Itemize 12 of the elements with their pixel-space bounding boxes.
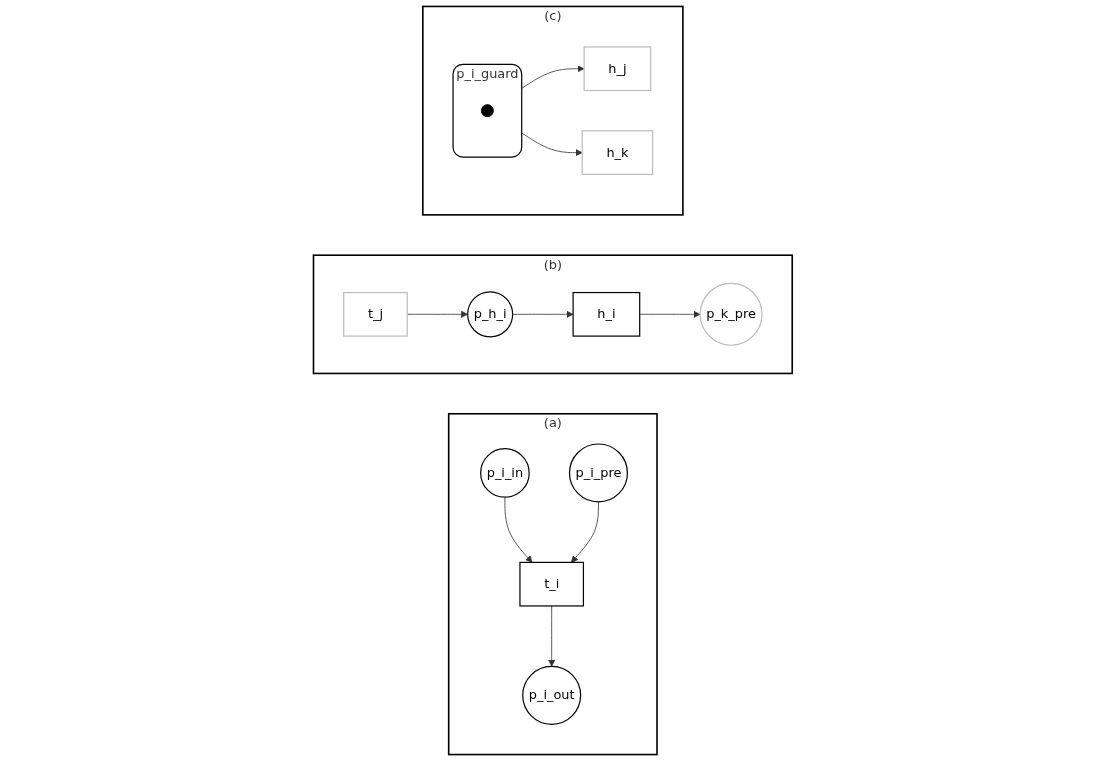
node-box: t_i <box>519 561 585 607</box>
node-circle: p_i_in <box>480 448 530 498</box>
node-circle <box>481 104 494 118</box>
node-circle: p_k_pre <box>699 282 763 346</box>
node-box: h_i <box>572 291 641 337</box>
node-box: h_k <box>581 130 654 175</box>
node-circle: p_h_i <box>467 291 514 338</box>
node-box: t_j <box>343 291 408 337</box>
node-circle: p_i_out <box>522 665 582 725</box>
node-box: h_j <box>583 46 652 92</box>
cluster: p_i_guard <box>452 63 523 158</box>
node-circle: p_i_pre <box>569 443 629 503</box>
